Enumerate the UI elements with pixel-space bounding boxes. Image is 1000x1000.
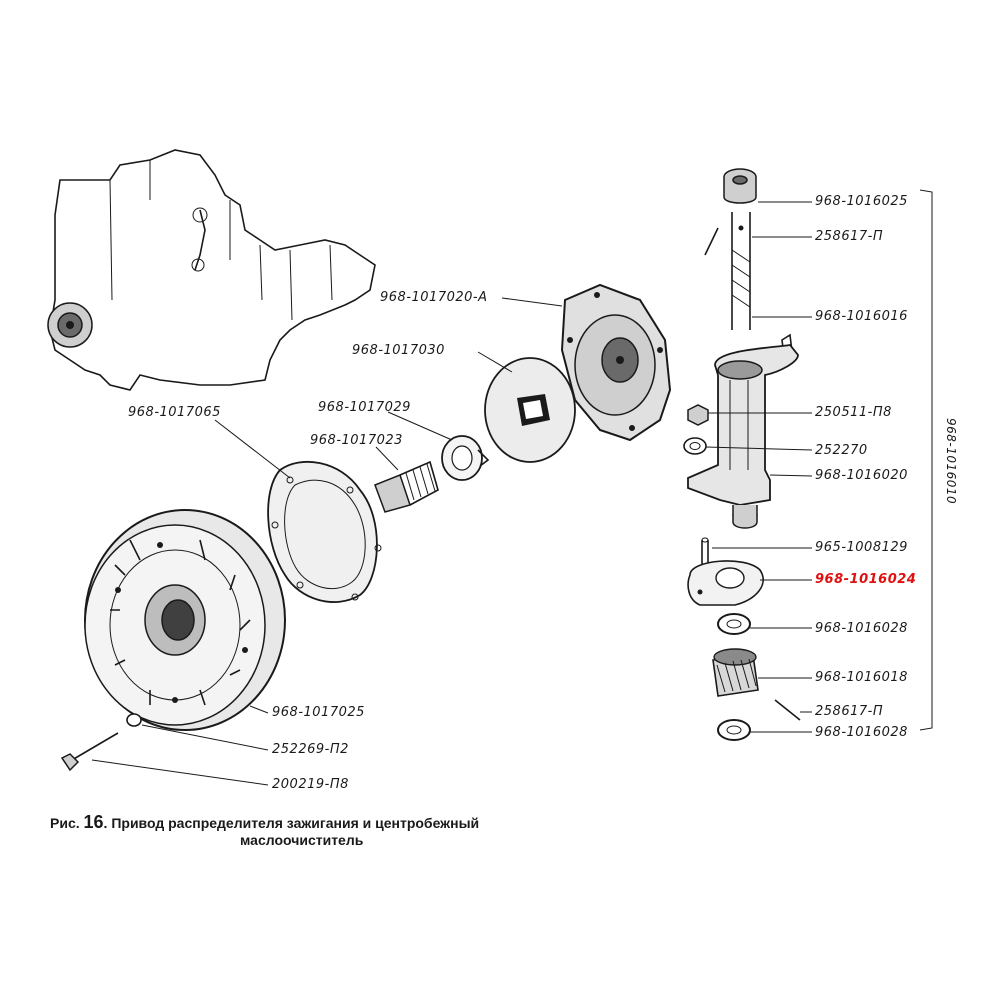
caption-text-line1: . Привод распределителя зажигания и цент… [103,815,480,831]
bolt-and-washer [60,713,142,772]
part-label-258617-lower: 258617-П [815,704,884,719]
part-label-968-1016025: 968-1016025 [815,194,908,209]
centrifuge-rotor [84,509,286,731]
part-label-968-1016020: 968-1016020 [815,468,908,483]
part-label-250511: 250511-П8 [815,405,892,420]
threaded-fitting [374,460,439,513]
part-label-968-1017065: 968-1017065 [128,405,221,420]
part-label-968-1016018: 968-1016018 [815,670,908,685]
drive-stack [683,168,801,741]
part-label-252269: 252269-П2 [272,742,349,757]
part-label-968-1016028-lower: 968-1016028 [815,725,908,740]
figure-caption-line2: маслоочиститель [240,832,364,848]
gasket [267,460,382,603]
part-label-968-1016028-upper: 968-1016028 [815,621,908,636]
part-label-968-1017029: 968-1017029 [318,400,411,415]
part-label-968-1016024-highlighted: 968-1016024 [815,572,917,587]
caption-prefix: Рис. [50,815,80,831]
figure-caption-line1: Рис. 16. Привод распределителя зажигания… [50,812,479,833]
part-label-968-1017030: 968-1017030 [352,343,445,358]
leader-lines [91,189,933,786]
assembly-label-968-1016010: 968-1016010 [944,418,958,505]
caption-figure-number: 16 [83,812,104,832]
part-label-965-1008129: 965-1008129 [815,540,908,555]
cover-housing [560,283,672,442]
part-label-258617-upper: 258617-П [815,229,884,244]
lock-washer [441,435,490,481]
engine-sketch [47,149,376,391]
shim-disc [484,357,576,463]
part-label-252270: 252270 [815,443,868,458]
part-label-968-1017023: 968-1017023 [310,433,403,448]
part-label-200219: 200219-П8 [272,777,349,792]
part-label-968-1017020-a: 968-1017020-А [380,290,488,305]
part-label-968-1017025: 968-1017025 [272,705,365,720]
part-label-968-1016016: 968-1016016 [815,309,908,324]
